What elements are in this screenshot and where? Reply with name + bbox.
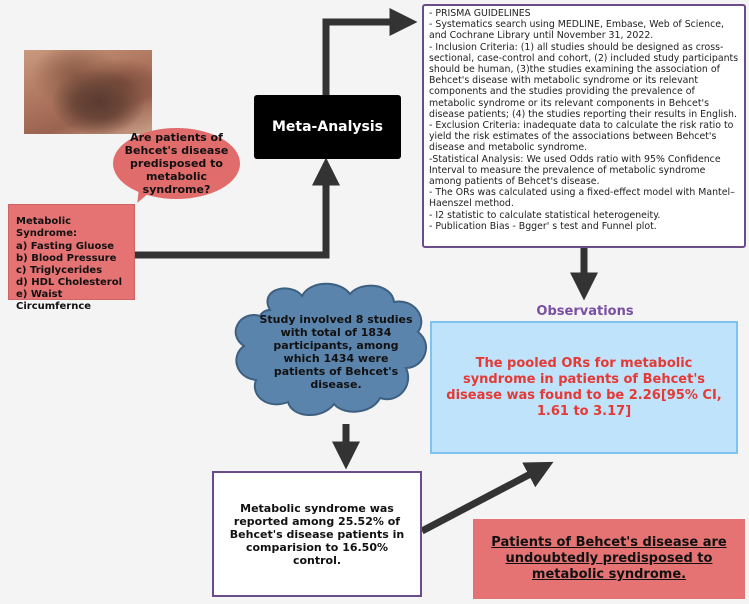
prevalence-box: Metabolic syndrome was reported among 25… (212, 471, 422, 597)
prisma-line: - Exclusion Criteria: inadequate data to… (429, 120, 734, 154)
arrow-prevalence-to-observations (420, 461, 554, 535)
prisma-line: -Statistical Analysis: We used Odds rati… (429, 153, 721, 188)
meta-analysis-box: Meta-Analysis (254, 95, 401, 159)
cloud-shape (234, 282, 427, 417)
meta-analysis-label: Meta-Analysis (271, 119, 383, 135)
prisma-line: - Publication Bias - Bgger' s test and F… (429, 220, 657, 232)
conclusion-text: Patients of Behcet's disease are undoubt… (491, 535, 727, 582)
observations-text: The pooled ORs for metabolic syndrome in… (446, 355, 722, 419)
observations-label: Observations (536, 304, 634, 319)
component-item: e) Waist Circumfernce (16, 289, 92, 312)
prisma-line: - The ORs was calculated using a fixed-e… (429, 187, 735, 210)
prisma-line: - I2 statistic to calculate statistical … (429, 209, 661, 221)
arrow-meta-to-prisma (322, 8, 418, 95)
question-text: Are patients of Behcet's disease predisp… (124, 131, 229, 196)
metabolic-syndrome-box: Metabolic Syndrome: a) Fasting Gluose b)… (8, 204, 135, 312)
observations-box: The pooled ORs for metabolic syndrome in… (430, 321, 738, 454)
component-item: c) Triglycerides (16, 265, 103, 276)
question-bubble: Are patients of Behcet's disease predisp… (113, 128, 240, 199)
study-summary-cloud: Study involved 8 studies with total of 1… (258, 313, 414, 391)
prisma-line: - PRISMA GUIDELINES (429, 8, 531, 19)
metabolic-syndrome-title: Metabolic Syndrome: (16, 216, 78, 239)
study-summary-text: Study involved 8 studies with total of 1… (259, 313, 413, 391)
clinical-photo (24, 50, 152, 134)
prisma-methods-box: - PRISMA GUIDELINES - Systematics search… (422, 4, 746, 248)
prisma-line: - Systematics search using MEDLINE, Emba… (429, 19, 725, 42)
prisma-line: - Inclusion Criteria: (1) all studies sh… (429, 41, 739, 120)
conclusion-box: Patients of Behcet's disease are undoubt… (473, 519, 745, 599)
component-item: d) HDL Cholesterol (16, 277, 123, 288)
component-item: a) Fasting Gluose (16, 241, 115, 252)
prevalence-text: Metabolic syndrome was reported among 25… (229, 501, 405, 567)
component-item: b) Blood Pressure (16, 253, 117, 264)
arrow-metabolic-to-meta (134, 157, 340, 259)
